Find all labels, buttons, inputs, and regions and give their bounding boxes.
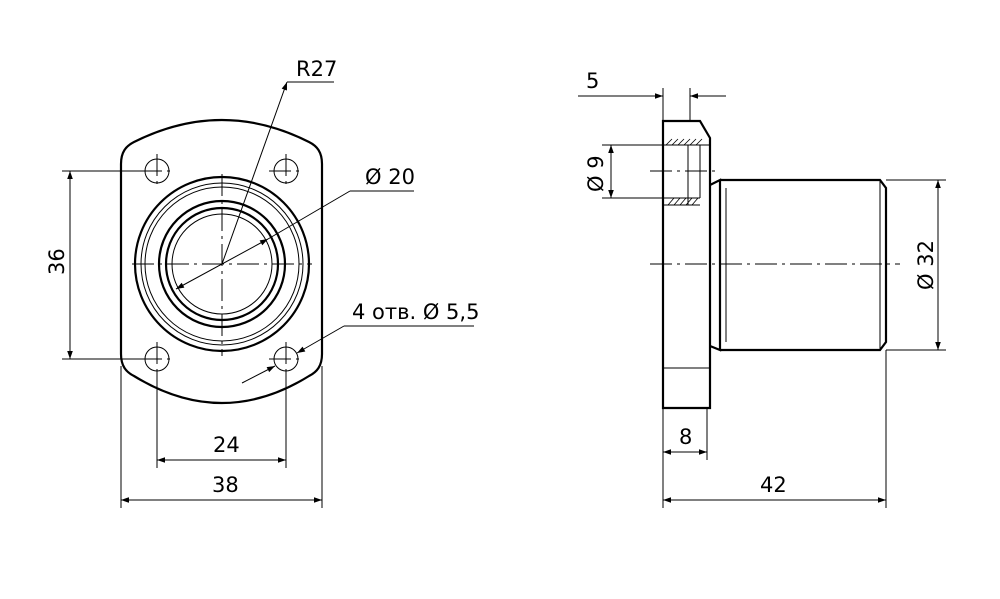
bore-diameter-label: Ø 20 [365, 165, 415, 189]
hole-spacing-label: 24 [213, 433, 240, 457]
mounting-holes [140, 154, 303, 376]
radius-label: R27 [296, 57, 337, 81]
flange-depth-label: 8 [679, 425, 692, 449]
body-cylinder [720, 178, 888, 352]
outer-diameter-label: Ø 32 [914, 240, 938, 290]
total-length-label: 42 [760, 473, 787, 497]
flange-side [661, 119, 712, 410]
shoulder [709, 178, 722, 352]
section-hatching [665, 138, 703, 206]
side-view: 5 Ø 9 Ø 32 8 42 [578, 69, 946, 508]
flange-outline [119, 118, 324, 405]
width-dimension-label: 38 [212, 473, 239, 497]
side-centerlines [650, 170, 900, 265]
front-view: R27 Ø 20 4 отв. Ø 5,5 36 24 38 [45, 57, 479, 508]
holes-callout-label: 4 отв. Ø 5,5 [352, 300, 479, 324]
height-dimension-label: 36 [45, 248, 69, 275]
hole-diameter-label: Ø 9 [584, 155, 608, 192]
flange-thickness-label: 5 [586, 69, 599, 93]
